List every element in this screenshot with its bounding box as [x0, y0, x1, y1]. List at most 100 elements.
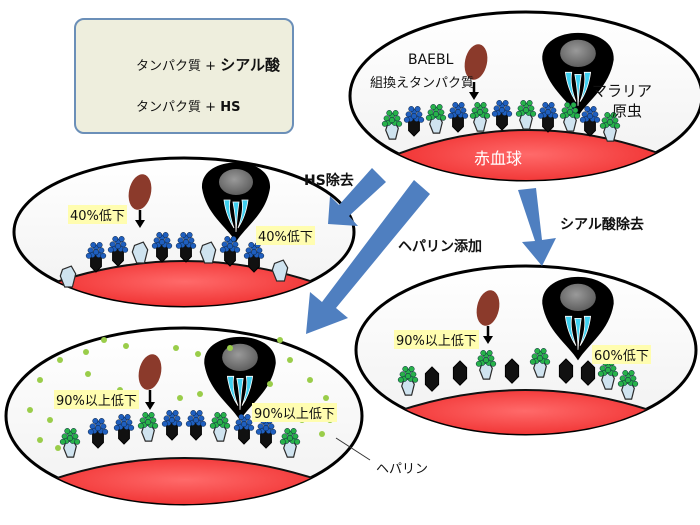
sialic-parasite-reduction: 60%低下	[592, 345, 651, 364]
hs-receptors	[59, 232, 289, 288]
top-parasite	[542, 32, 614, 117]
sialic-receptor-bare	[452, 360, 468, 386]
top-receptor	[559, 102, 581, 132]
arrow-hs-removal	[328, 168, 386, 226]
heparin-dot	[83, 349, 89, 355]
sialic-receptor-bare	[504, 358, 520, 384]
heparin-receptor	[233, 414, 255, 445]
heparin-dot	[197, 391, 203, 397]
sialic-receptor	[529, 348, 551, 378]
legend-protein-label: タンパク質	[136, 59, 202, 74]
sialic-baebl-arrow	[483, 326, 493, 344]
rbc-sialic	[356, 389, 696, 434]
sialic-receptor-bare	[580, 360, 596, 386]
sialic-baebl-reduction: 90%以上低下	[394, 330, 479, 349]
hs-baebl	[128, 174, 152, 210]
hs-receptor	[175, 232, 197, 263]
sialic-receptor	[597, 360, 619, 390]
heparin-baebl-reduction: 90%以上低下	[54, 390, 139, 409]
legend-row-sialic: タンパク質 + シアル酸	[136, 54, 280, 75]
heparin-receptor	[209, 412, 231, 442]
heparin-dot	[323, 395, 329, 401]
heparin-receptor	[279, 428, 301, 458]
heparin-label: ヘパリン	[376, 462, 429, 477]
sialic-receptor-bare	[558, 358, 574, 384]
top-baebl	[464, 44, 488, 80]
hs-receptor	[243, 242, 265, 273]
arrow-heparin-add	[306, 180, 430, 334]
legend-plus-2: +	[205, 100, 217, 115]
top-receptors	[381, 100, 621, 142]
hs-parasite-reduction: 40%低下	[256, 226, 315, 245]
heparin-parasite	[204, 336, 276, 421]
heparin-receptor	[137, 412, 159, 442]
hs-receptor-bare	[271, 259, 289, 282]
heparin-dot	[37, 437, 43, 443]
top-receptor	[425, 104, 447, 134]
sialic-receptors	[397, 348, 639, 400]
hs-receptor	[151, 232, 173, 263]
heparin-dot	[277, 337, 283, 343]
heparin-dot	[177, 395, 183, 401]
heparin-dot	[55, 445, 61, 451]
top-receptor	[599, 112, 621, 142]
legend-box	[74, 18, 294, 134]
heparin-dot	[85, 371, 91, 377]
heparin-dot	[57, 357, 63, 363]
parasite-label-1: マラリア	[592, 82, 653, 100]
legend-row-hs: タンパク質 + HS	[136, 96, 240, 115]
baebl-sublabel: 組換えタンパク質	[370, 76, 475, 91]
sialic-removal-label: シアル酸除去	[560, 217, 644, 233]
hs-receptor	[219, 236, 241, 267]
top-receptor	[515, 100, 537, 130]
heparin-dot	[47, 417, 53, 423]
heparin-dot	[287, 357, 293, 363]
sialic-receptor-bare	[424, 366, 440, 392]
heparin-dot	[37, 377, 43, 383]
hs-receptor	[107, 236, 129, 267]
hs-baebl-arrow	[135, 210, 145, 228]
heparin-dot	[173, 345, 179, 351]
sialic-receptor	[475, 350, 497, 380]
legend-plus: +	[205, 59, 217, 74]
top-receptor	[381, 110, 403, 140]
hs-receptor	[85, 242, 107, 273]
baebl-label: BAEBL	[408, 52, 454, 68]
legend-sialic-label: シアル酸	[220, 56, 281, 74]
heparin-dot	[307, 377, 313, 383]
hs-removal-label: HS除去	[304, 173, 354, 189]
heparin-receptors	[59, 410, 301, 458]
sialic-parasite	[542, 276, 614, 361]
rbc-heparin	[6, 457, 362, 504]
top-receptor	[537, 102, 559, 133]
parasite-label-2: 原虫	[612, 102, 643, 120]
heparin-parasite-reduction: 90%以上低下	[252, 403, 337, 422]
heparin-add-label: ヘパリン添加	[398, 239, 482, 255]
heparin-baebl-arrow	[145, 390, 155, 410]
top-receptor	[579, 106, 601, 137]
sialic-receptor	[397, 366, 419, 396]
hs-receptor-bare	[59, 265, 77, 288]
heparin-pointer	[335, 437, 371, 461]
top-baebl-arrow	[469, 82, 479, 100]
sialic-baebl	[476, 290, 500, 326]
heparin-receptor	[185, 410, 207, 441]
hs-parasite	[201, 162, 271, 242]
heparin-dot	[227, 345, 233, 351]
heparin-dot	[195, 351, 201, 357]
hs-receptor-bare	[131, 241, 149, 264]
hs-baebl-reduction: 40%低下	[68, 205, 127, 224]
heparin-dot	[101, 337, 107, 343]
legend-protein-label-2: タンパク質	[136, 100, 202, 115]
top-receptor	[403, 106, 425, 137]
heparin-dot	[27, 407, 33, 413]
heparin-dot	[123, 343, 129, 349]
heparin-baebl	[138, 354, 162, 390]
rbc-label: 赤血球	[474, 149, 523, 168]
arrow-sialic-removal	[518, 188, 556, 266]
heparin-receptor	[161, 410, 183, 441]
heparin-dot	[319, 431, 325, 437]
legend-hs-label: HS	[220, 100, 241, 115]
top-receptor	[447, 102, 469, 133]
